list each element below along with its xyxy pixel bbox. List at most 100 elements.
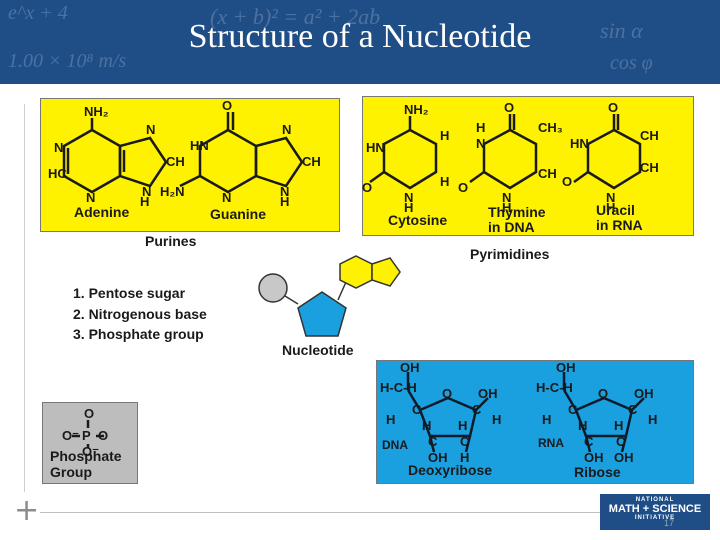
- svg-text:CH: CH: [640, 160, 659, 175]
- svg-text:O⁻: O⁻: [62, 428, 79, 443]
- svg-text:NH₂: NH₂: [404, 102, 429, 117]
- svg-text:CH: CH: [640, 128, 659, 143]
- pyrimidines-label: Pyrimidines: [470, 246, 550, 262]
- svg-text:OH: OH: [478, 386, 498, 401]
- svg-text:O: O: [598, 386, 608, 401]
- logo-line2: MATH + SCIENCE: [608, 503, 702, 515]
- svg-text:OH: OH: [634, 386, 654, 401]
- header-background-equation: e^x + 4: [8, 2, 68, 24]
- svg-text:H: H: [578, 418, 587, 433]
- svg-text:CH: CH: [166, 154, 185, 169]
- svg-text:O⁻: O⁻: [82, 444, 99, 459]
- svg-text:H₂N: H₂N: [160, 184, 185, 199]
- svg-text:H: H: [476, 120, 485, 135]
- svg-text:C: C: [412, 402, 422, 417]
- header-background-equation: sin α: [600, 18, 643, 43]
- svg-text:H: H: [542, 412, 551, 427]
- header-background-equation: (x + b)² = a² + 2ab: [210, 4, 381, 29]
- adenine-structure: [62, 118, 168, 194]
- guanine-structure: [179, 112, 304, 194]
- svg-text:HN: HN: [190, 138, 209, 153]
- logo-line3: INITIATIVE: [634, 515, 676, 521]
- phosphate-label: Phosphate: [50, 448, 122, 464]
- bottom-divider: [40, 512, 600, 513]
- svg-text:H: H: [648, 412, 657, 427]
- phosphate-group-box: [42, 402, 138, 484]
- svg-text:OH: OH: [614, 450, 634, 465]
- svg-text:OH: OH: [556, 360, 576, 375]
- pentose-pentagon: [297, 291, 347, 337]
- deoxyribose-structure: [406, 372, 489, 453]
- svg-text:HN: HN: [366, 140, 385, 155]
- svg-text:O: O: [362, 180, 372, 195]
- rna-label: RNA: [538, 436, 564, 450]
- svg-text:N: N: [606, 190, 615, 205]
- svg-text:H: H: [422, 418, 431, 433]
- svg-text:H: H: [280, 194, 289, 209]
- svg-text:C: C: [460, 434, 470, 449]
- thymine-sublabel: in DNA: [488, 219, 535, 235]
- phosphate-circle: [258, 273, 288, 303]
- svg-text:NH₂: NH₂: [84, 104, 109, 119]
- svg-text:HC: HC: [48, 166, 67, 181]
- svg-text:N: N: [280, 184, 289, 199]
- svg-text:N: N: [86, 190, 95, 205]
- svg-text:O: O: [562, 174, 572, 189]
- pyrimidines-box: [362, 96, 694, 236]
- list-item: 2. Nitrogenous base: [73, 305, 207, 322]
- svg-text:C: C: [628, 402, 638, 417]
- svg-text:C: C: [584, 434, 594, 449]
- group-label: Group: [50, 464, 92, 480]
- cytosine-label: Cytosine: [388, 212, 448, 228]
- base-hexagon: [339, 255, 373, 289]
- svg-text:C: C: [568, 402, 578, 417]
- list-item: 3. Phosphate group: [73, 326, 204, 342]
- slide-header: e^x + 4 (x + b)² = a² + 2ab sin α 1.00 ×…: [0, 0, 720, 84]
- svg-text:N: N: [222, 190, 231, 205]
- slide-title: Structure of a Nucleotide: [188, 18, 532, 55]
- svg-text:HN: HN: [570, 136, 589, 151]
- adenine-label: Adenine: [74, 204, 130, 220]
- purines-label: Purines: [145, 233, 197, 249]
- svg-text:H: H: [404, 200, 413, 215]
- dna-label: DNA: [382, 438, 408, 452]
- svg-text:H-C-H: H-C-H: [380, 380, 417, 395]
- svg-text:OH: OH: [400, 360, 420, 375]
- list-item: 1. Pentose sugar: [73, 285, 186, 301]
- nucleotide-schematic: [258, 255, 401, 337]
- svg-text:N: N: [476, 136, 485, 151]
- header-background-equation: 1.00 × 10⁸ m/s: [8, 50, 127, 72]
- svg-text:CH: CH: [302, 154, 321, 169]
- page-number: 17: [664, 518, 675, 528]
- thymine-label: Thymine: [488, 204, 546, 220]
- header-background-equation: cos φ: [610, 52, 653, 74]
- base-pentagon: [371, 257, 401, 287]
- svg-text:H: H: [614, 418, 623, 433]
- svg-text:N: N: [502, 190, 511, 205]
- uracil-structure: [573, 114, 642, 190]
- logo-line1: NATIONAL: [635, 497, 675, 503]
- svg-text:N: N: [54, 140, 63, 155]
- svg-text:CH₃: CH₃: [538, 120, 563, 135]
- plus-icon: +: [14, 493, 40, 528]
- svg-text:OH: OH: [584, 450, 604, 465]
- svg-text:P: P: [82, 428, 91, 443]
- svg-text:C: C: [472, 402, 482, 417]
- svg-text:C: C: [428, 434, 438, 449]
- svg-text:O: O: [608, 100, 618, 115]
- svg-text:H: H: [492, 412, 501, 427]
- svg-text:H: H: [140, 194, 149, 209]
- ribose-structure: [562, 372, 645, 453]
- svg-text:H-C-H: H-C-H: [536, 380, 573, 395]
- component-list: 1. Pentose sugar 2. Nitrogenous base 3. …: [73, 283, 207, 345]
- svg-text:N: N: [404, 190, 413, 205]
- cytosine-structure: [369, 116, 438, 190]
- sugars-box: [376, 360, 694, 484]
- deoxyribose-label: Deoxyribose: [408, 462, 493, 478]
- ribose-label: Ribose: [574, 464, 621, 480]
- guanine-label: Guanine: [210, 206, 267, 222]
- svg-text:N: N: [142, 184, 151, 199]
- svg-text:H: H: [502, 200, 511, 215]
- svg-text:O: O: [504, 100, 514, 115]
